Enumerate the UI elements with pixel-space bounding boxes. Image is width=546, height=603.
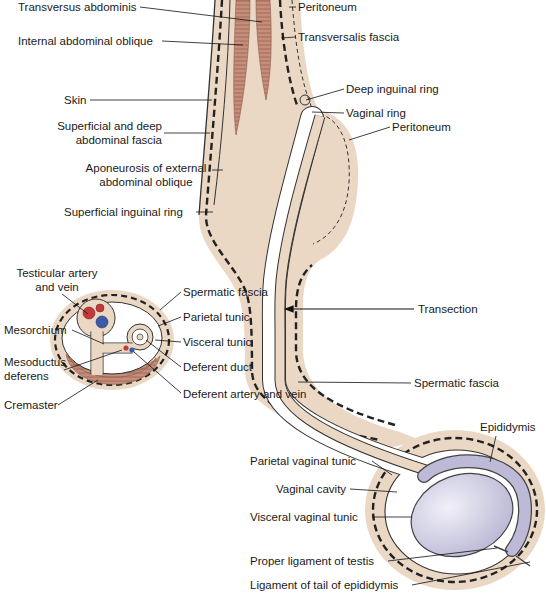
aponeurosis-line bbox=[214, 0, 230, 205]
anatomy-label: Transversus abdominis bbox=[18, 0, 136, 14]
anatomy-label: Visceral tunic bbox=[183, 335, 251, 349]
anatomy-label: Cremaster bbox=[4, 398, 58, 412]
anatomy-label: Mesorchium bbox=[4, 323, 67, 337]
section-fill-cover bbox=[92, 330, 135, 375]
epididymis bbox=[424, 461, 525, 550]
deferent-duct-lumen bbox=[137, 334, 143, 340]
anatomy-label: Testicular artery and vein bbox=[14, 266, 100, 294]
parietal-tunic-outline bbox=[274, 118, 424, 470]
leader-lines bbox=[58, 7, 530, 585]
anatomy-label: Spermatic fascia bbox=[183, 285, 268, 299]
anatomy-label: Vaginal cavity bbox=[276, 482, 346, 496]
anatomy-label: Parietal tunic bbox=[183, 310, 249, 324]
testicular-artery bbox=[83, 307, 95, 319]
anatomy-label: Visceral vaginal tunic bbox=[250, 510, 358, 524]
anatomy-label: Deep inguinal ring bbox=[346, 82, 439, 96]
deferent-artery bbox=[123, 345, 128, 350]
skin-line bbox=[199, 0, 215, 215]
vaginal-cavity-channel bbox=[274, 118, 424, 470]
testis bbox=[399, 460, 524, 571]
vaginal-cavity bbox=[274, 118, 424, 470]
testicular-vein bbox=[96, 316, 108, 328]
transversalis-fascia-line bbox=[280, 0, 298, 108]
anatomy-label: Ligament of tail of epididymis bbox=[250, 578, 398, 592]
section-spermatic-fascia bbox=[55, 295, 169, 385]
anatomy-label: Superficial and deep abdominal fascia bbox=[40, 119, 162, 147]
testicular-artery bbox=[96, 304, 104, 312]
anatomy-label: Epididymis bbox=[480, 420, 536, 434]
anatomy-label: Peritoneum bbox=[298, 0, 357, 14]
mesoductus-fill bbox=[100, 344, 134, 353]
deep-inguinal-ring-mark bbox=[300, 95, 310, 105]
transection-arrow bbox=[285, 308, 414, 309]
anatomy-label: Peritoneum bbox=[392, 120, 451, 134]
deferent-vein bbox=[129, 347, 134, 352]
vaginal-process bbox=[274, 118, 424, 470]
spermatic-fascia-line bbox=[206, 0, 395, 440]
anatomy-label: Aponeurosis of external abdominal obliqu… bbox=[76, 161, 216, 189]
anatomy-label: Proper ligament of testis bbox=[250, 554, 374, 568]
anatomy-label: Transversalis fascia bbox=[298, 30, 399, 44]
anatomy-label: Vaginal ring bbox=[346, 106, 406, 120]
transversus-muscle bbox=[256, 0, 271, 100]
cord-body bbox=[199, 0, 420, 448]
anatomy-label: Internal abdominal oblique bbox=[18, 34, 153, 48]
anatomy-label: Transection bbox=[418, 302, 478, 316]
cord-contents bbox=[280, 116, 432, 472]
anatomy-label: Mesoductus deferens bbox=[4, 355, 70, 383]
anatomy-label: Parietal vaginal tunic bbox=[250, 454, 356, 468]
anatomy-label: Deferent duct bbox=[183, 360, 252, 374]
anatomy-label: Skin bbox=[64, 93, 86, 107]
anatomy-label: Superficial inguinal ring bbox=[64, 205, 183, 219]
section-visceral-tunic bbox=[77, 299, 153, 374]
epididymis-outline bbox=[424, 461, 525, 550]
cord-contents-outline bbox=[280, 116, 432, 472]
deferent-duct bbox=[132, 329, 148, 345]
anatomy-label: Deferent artery and vein bbox=[183, 387, 306, 401]
anatomy-label: Spermatic fascia bbox=[414, 376, 499, 390]
